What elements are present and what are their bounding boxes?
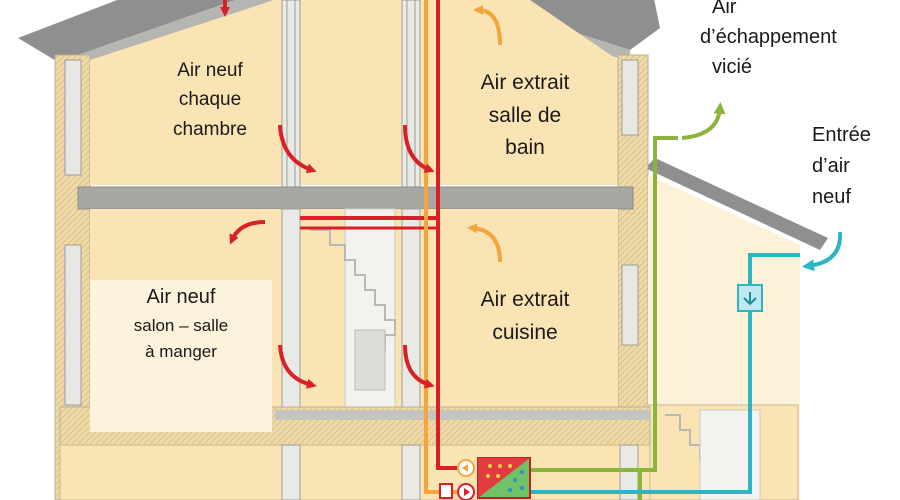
fresh-air-flow-arrows [220, 0, 435, 389]
staircase [310, 208, 396, 408]
intake-air-duct [530, 231, 843, 494]
extract-air-flow-arrows [467, 5, 502, 263]
right-exterior-wall [617, 54, 649, 426]
extract-air-duct [424, 0, 470, 494]
bathroom-extract-label: Air extrait salle de bain [480, 71, 570, 160]
main-roof [18, 0, 660, 74]
intake-air-label: Entrée d’air neuf [812, 124, 871, 208]
floor-beam [275, 410, 650, 420]
floor-slab-upper [77, 186, 634, 210]
fan-icon [439, 459, 475, 500]
kitchen-extract-label: Air extrait cuisine [480, 288, 570, 344]
living-supply-label: Air neuf salon – salle à manger [90, 280, 272, 432]
exhaust-air-label: Air d’échappement vicié [700, 0, 837, 78]
filter-icon [737, 284, 763, 312]
bedroom-supply-label: Air neuf chaque chambre [173, 60, 247, 140]
annex-roof [645, 158, 828, 250]
fresh-air-duct [300, 0, 470, 470]
heat-recovery-unit-icon [477, 457, 531, 499]
upper-floor [90, 0, 618, 185]
